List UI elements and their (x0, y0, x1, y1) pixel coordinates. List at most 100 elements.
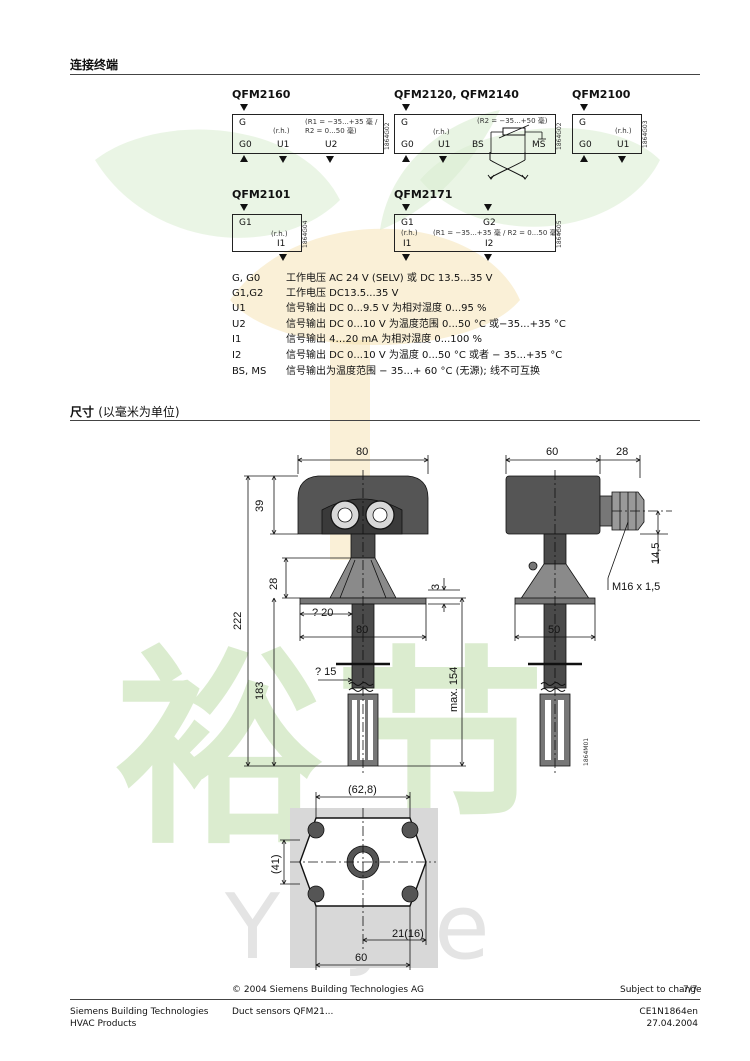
page-number: 7/7 (683, 985, 698, 995)
label-range2: R2 = 0...50 毫) (305, 127, 357, 135)
dim-label: 28 (268, 577, 280, 590)
arrow-up-icon (402, 155, 410, 162)
section-rule (70, 420, 700, 421)
label-g: G (401, 118, 408, 128)
label-i1: I1 (403, 239, 412, 249)
section-rule (70, 74, 700, 75)
arrow-down-icon (580, 104, 588, 111)
label-rh: (r.h.) (273, 127, 290, 135)
arrow-down-icon (618, 156, 626, 163)
module-title-qfm2101: QFM2101 (232, 188, 291, 201)
label-rh: (r.h.) (401, 229, 418, 237)
terminal-box-qfm2100: G (r.h.) G0 U1 (572, 114, 642, 154)
dimensions-subtitle: (以毫米为单位) (98, 405, 180, 419)
module-title-qfm2160: QFM2160 (232, 88, 291, 101)
legend-value: 信号输出 4…20 mA 为相对湿度 0...100 % (286, 334, 483, 345)
arrow-down-icon (240, 204, 248, 211)
arrow-down-icon (279, 156, 287, 163)
subject-to-change: Subject to change (620, 985, 702, 995)
dim-label: 80 (356, 446, 369, 458)
legend-value: 信号输出为温度范围 − 35...+ 60 °C (无源); 线不可互换 (286, 366, 540, 377)
arrow-down-icon (402, 104, 410, 111)
label-range: (R1 = −35...+35 毫 / R2 = 0...50 毫) (433, 229, 560, 237)
document-date: 27.04.2004 (646, 1019, 698, 1029)
label-i2: I2 (485, 239, 494, 249)
drawing-code: 1864M01 (583, 737, 590, 766)
legend-key: G1,G2 (232, 288, 264, 299)
legend-value: 信号输出 DC 0...10 V 为温度范围 0...50 °C 或−35...… (286, 319, 566, 330)
arrow-down-icon (402, 204, 410, 211)
arrow-up-icon (240, 155, 248, 162)
label-u1: U1 (617, 140, 630, 150)
module-title-qfm2120: QFM2120, QFM2140 (394, 88, 519, 101)
label-rh: (r.h.) (615, 127, 632, 135)
label-g1: G1 (239, 218, 252, 228)
label-rh: (r.h.) (271, 230, 288, 238)
legend-value: 工作电压 DC13.5...35 V (286, 288, 399, 299)
footer-rule (70, 999, 700, 1000)
legend-key: I2 (232, 350, 242, 361)
terminal-box-qfm2120: G (R2 = −35...+50 毫) (r.h.) G0 U1 BS MS (394, 114, 556, 154)
arrow-down-icon (240, 104, 248, 111)
legend-value: 信号输出 DC 0...9.5 V 为相对湿度 0...95 % (286, 303, 487, 314)
company-name: Siemens Building Technologies (70, 1007, 209, 1017)
arrow-up-icon (580, 155, 588, 162)
label-u2: U2 (325, 140, 338, 150)
label-g1: G1 (401, 218, 414, 228)
dim-label: 60 (355, 952, 368, 964)
arrow-down-icon (326, 156, 334, 163)
dim-label: (62,8) (348, 784, 377, 796)
label-bs: BS (472, 140, 484, 150)
legend-value: 工作电压 AC 24 V (SELV) 或 DC 13.5...35 V (286, 273, 493, 284)
dim-label: ? 15 (315, 666, 337, 678)
label-rh: (r.h.) (433, 128, 450, 136)
label-g0: G0 (401, 140, 414, 150)
dim-label: 50 (548, 624, 561, 636)
dim-label: 183 (254, 681, 266, 700)
dimensions-title: 尺寸 (70, 405, 95, 419)
label-i1: I1 (277, 239, 286, 249)
dim-label: 60 (546, 446, 559, 458)
dim-label: M16 x 1,5 (612, 581, 661, 593)
legend-key: G, G0 (232, 273, 261, 284)
dim-label: 39 (254, 499, 266, 512)
dim-label: 14,5 (650, 542, 662, 564)
dim-label: 222 (232, 611, 244, 630)
arrow-down-icon (484, 204, 492, 211)
crossed-wires-icon (487, 152, 529, 180)
terminal-box-qfm2171: G1 G2 (r.h.) (R1 = −35...+35 毫 / R2 = 0.… (394, 214, 560, 252)
document-title: Duct sensors QFM21... (232, 1007, 334, 1017)
legend-key: U1 (232, 303, 246, 314)
section-title-dimensions: 尺寸 (以毫米为单位) (70, 403, 180, 420)
arrow-down-icon (279, 254, 287, 261)
label-range: (R1 = −35...+35 毫 / (305, 118, 378, 126)
terminal-box-qfm2101: G1 (r.h.) I1 (232, 214, 302, 252)
label-g: G (239, 118, 246, 128)
dim-label: max. 154 (448, 666, 460, 712)
dim-label: 21(16) (392, 928, 424, 940)
arrow-down-icon (439, 156, 447, 163)
label-u1: U1 (277, 140, 290, 150)
dim-label: (41) (270, 854, 282, 874)
division: HVAC Products (70, 1019, 137, 1029)
label-ms: MS (532, 140, 546, 150)
section-title-terminals: 连接终端 (70, 58, 119, 72)
copyright: © 2004 Siemens Building Technologies AG (232, 985, 424, 995)
arrow-down-icon (402, 254, 410, 261)
label-range: (R2 = −35...+50 毫) (477, 117, 548, 125)
arrow-down-icon (484, 254, 492, 261)
label-g: G (579, 118, 586, 128)
resistor-icon (490, 124, 546, 153)
legend-key: BS, MS (232, 366, 267, 377)
terminal-box-qfm2160: G (R1 = −35...+35 毫 / R2 = 0...50 毫) (r.… (232, 114, 384, 154)
dim-label: 28 (616, 446, 629, 458)
label-g0: G0 (579, 140, 592, 150)
dim-label: ? 20 (312, 607, 334, 619)
legend-value: 信号输出 DC 0...10 V 为温度 0...50 °C 或者 − 35..… (286, 350, 563, 361)
dim-label: 3 (430, 583, 442, 590)
label-g0: G0 (239, 140, 252, 150)
legend-key: I1 (232, 334, 242, 345)
module-title-qfm2171: QFM2171 (394, 188, 453, 201)
